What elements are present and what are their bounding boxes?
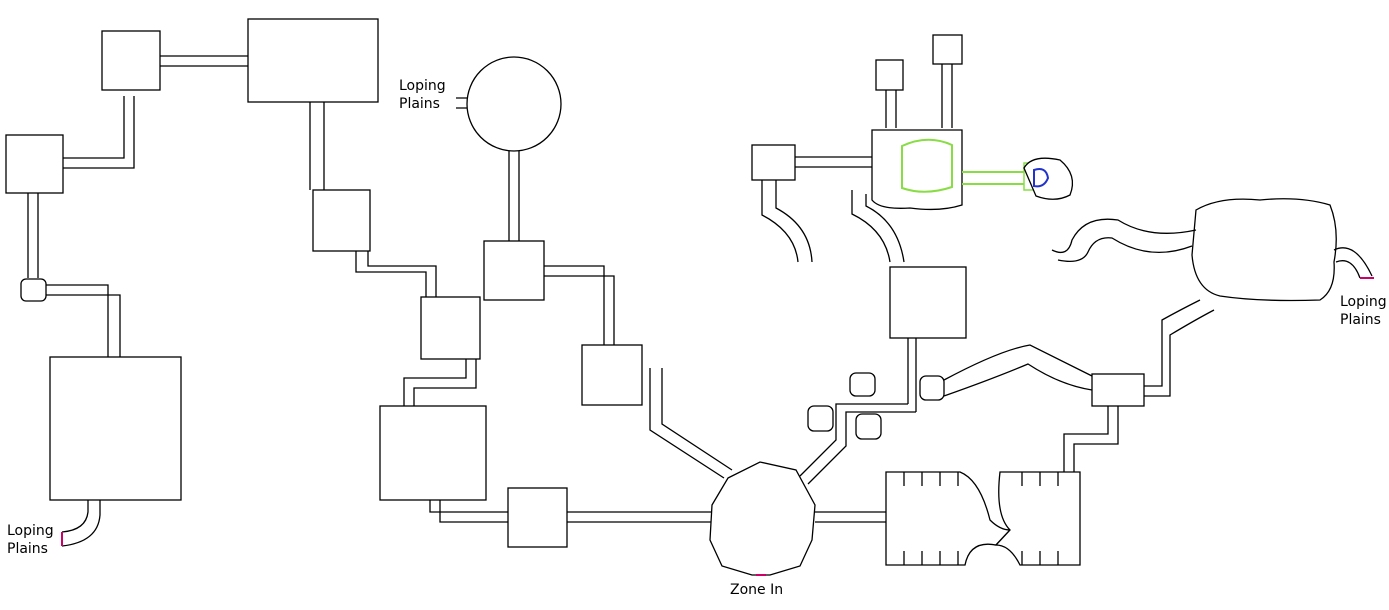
cave-large (1191, 198, 1337, 302)
exit-left-passage (61, 500, 101, 547)
corridor-up (907, 338, 917, 412)
corridor-diagonal-left (649, 368, 733, 479)
pillar-halls (885, 299, 1215, 566)
hub (709, 266, 1093, 576)
label-loping-plains-right: Loping Plains (1340, 294, 1387, 328)
exit-top-stub (456, 97, 467, 109)
small-room-3 (855, 413, 882, 440)
cave-winding-passage (1051, 218, 1197, 263)
room-left-node (20, 278, 47, 302)
corridor-junction-up (1144, 299, 1215, 397)
room-center-d (507, 487, 568, 548)
room-round-below (483, 240, 545, 301)
room-top-small (101, 30, 161, 91)
left-wing (5, 18, 379, 547)
corridor-top (160, 55, 248, 67)
small-room-1 (849, 372, 876, 397)
passage-upper-left-down (761, 180, 813, 263)
center-left-chain (309, 102, 712, 548)
room-center-c (379, 405, 487, 501)
label-loping-plains-top: Loping Plains (399, 78, 446, 112)
corridor-round (508, 151, 520, 241)
corridor-halls-up (1063, 406, 1119, 472)
corridor-left-upper (63, 96, 135, 169)
room-right-square (889, 266, 967, 339)
corridor-diagonal-right (799, 403, 916, 485)
highlight-path (901, 138, 1024, 193)
room-left-large (49, 356, 182, 501)
tower-corridors (885, 64, 953, 128)
room-left-of-upper (751, 144, 796, 181)
room-center-a (312, 189, 371, 252)
corridor-left-lower (46, 284, 121, 357)
corridor-center-b (355, 251, 437, 297)
corridor-upper-left (795, 156, 872, 168)
small-room-4 (919, 375, 945, 401)
small-room-2 (807, 405, 834, 432)
hall-left (885, 471, 1012, 566)
far-right-cave (1051, 198, 1374, 302)
exit-right-passage (1333, 247, 1373, 279)
winding-passage-right (943, 344, 1093, 397)
hub-room (709, 461, 816, 576)
corridor-center-a (309, 102, 325, 190)
room-center-b (420, 296, 481, 360)
round-room-top (456, 56, 733, 479)
room-junction (1091, 373, 1145, 407)
upper-right-complex (751, 34, 1074, 263)
target-marker (1033, 168, 1050, 188)
corridor-hub-right (815, 511, 886, 523)
label-loping-plains-left: Loping Plains (7, 523, 54, 557)
passage-upper-down (851, 190, 905, 263)
room-top-large (247, 18, 379, 103)
corridor-round-right (544, 265, 615, 345)
tower-left (875, 59, 904, 91)
label-zone-in: Zone In (730, 582, 784, 598)
hall-pillars (903, 472, 1059, 565)
corridor-center-c (403, 359, 477, 406)
corridor-to-hub (567, 511, 712, 523)
tower-right (932, 34, 963, 65)
hall-right (994, 471, 1081, 566)
corridor-left-vertical (27, 193, 39, 278)
round-room (466, 56, 562, 152)
room-left-small (5, 134, 64, 194)
corridor-center-d (429, 500, 508, 523)
room-round-right (581, 344, 643, 406)
